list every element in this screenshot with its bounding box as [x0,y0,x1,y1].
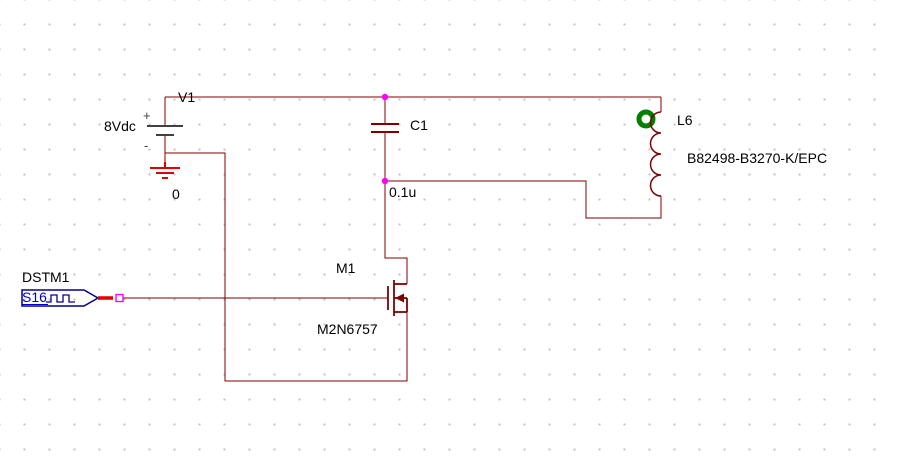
wire-drain-lead[interactable] [384,181,408,284]
l6-ref-label[interactable]: L6 [677,112,693,128]
junction-dot-mid[interactable] [381,177,389,185]
component-c1[interactable]: C1 0.1u [371,117,428,200]
v1-ref-label[interactable]: V1 [178,89,195,105]
v1-value-label[interactable]: 8Vdc [104,118,136,134]
wire-return-loop[interactable] [165,152,408,382]
component-m1[interactable]: M1 M2N6757 [317,260,408,337]
component-v1[interactable]: + - V1 8Vdc [104,89,195,153]
component-ground[interactable]: 0 [150,162,180,202]
inductor-core-ring-icon [636,109,656,129]
v1-plus-mark: + [143,108,151,123]
wires [123,96,662,382]
mosfet-bulk-arrow-icon [395,293,404,303]
v1-minus-mark: - [144,138,148,153]
ground-ref-label[interactable]: 0 [172,186,180,202]
junction-dots [381,93,389,185]
component-dstm1[interactable]: DSTM1 S16 [21,269,124,307]
dstm1-value-label[interactable]: S16 [22,289,47,305]
wire-mid-rail-to-inductor[interactable] [385,180,662,219]
pin-port-square[interactable] [115,293,124,303]
l6-value-label[interactable]: B82498-B3270-K/EPC [687,150,827,166]
dstm1-ref-label[interactable]: DSTM1 [22,269,70,285]
c1-value-label[interactable]: 0.1u [389,184,416,200]
m1-ref-label[interactable]: M1 [336,260,356,276]
c1-ref-label[interactable]: C1 [410,117,428,133]
junction-dot-top[interactable] [381,93,389,101]
stimulus-flag-outline [21,289,100,307]
stimulus-waveform-icon [46,294,75,303]
m1-value-label[interactable]: M2N6757 [317,321,378,337]
inductor-coil [649,111,662,197]
component-l6[interactable]: L6 B82498-B3270-K/EPC [636,109,827,197]
